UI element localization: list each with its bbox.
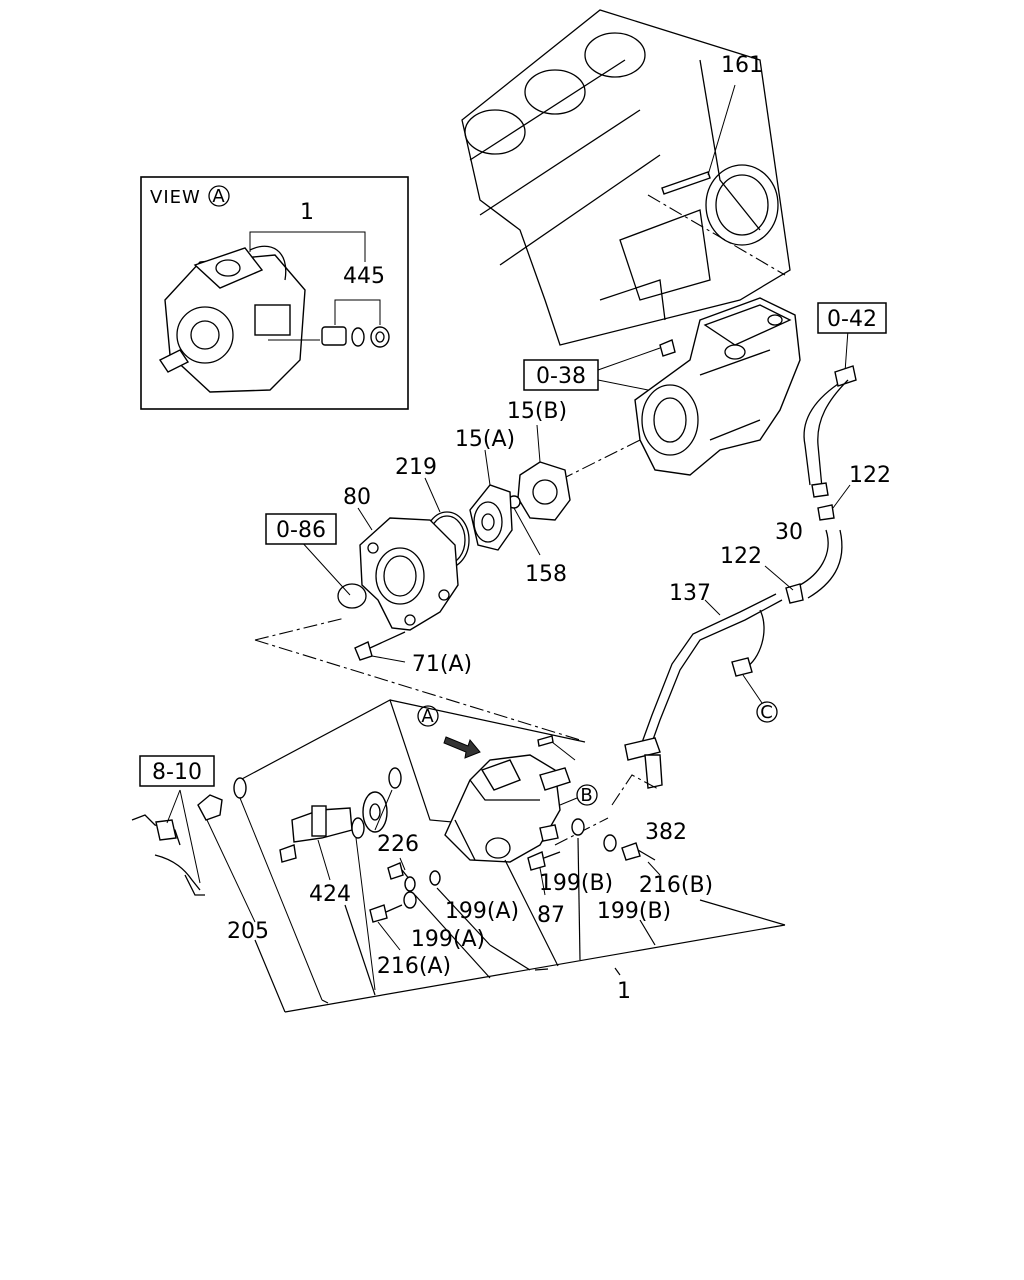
view-sub-part-label: 445 (343, 264, 385, 289)
ref-box-8-10: 8-10 (139, 755, 215, 787)
circle-marker-c: C (760, 702, 774, 723)
part-label-424: 424 (309, 882, 351, 907)
part-label-15b: 15(B) (507, 399, 567, 424)
part-label-216b: 216(B) (639, 873, 713, 898)
ref-box-0-42-label: 0-42 (827, 307, 877, 332)
ref-box-0-42: 0-42 (817, 302, 887, 334)
part-label-205: 205 (227, 919, 269, 944)
part-label-382: 382 (645, 820, 687, 845)
part-label-199a-upper: 199(A) (445, 899, 519, 924)
part-label-199b-lower: 199(B) (597, 899, 671, 924)
group-1-leaders (254, 837, 786, 1013)
marker-a-circle (417, 705, 439, 727)
view-marker: A (212, 186, 225, 207)
ref-box-8-10-label: 8-10 (152, 760, 202, 785)
view-part-label: 1 (300, 200, 314, 225)
ref-box-0-86: 0-86 (265, 513, 337, 545)
part-label-80: 80 (343, 485, 371, 510)
part-label-226: 226 (377, 832, 419, 857)
ref-box-0-86-label: 0-86 (276, 518, 326, 543)
hose-assembly (611, 329, 857, 806)
part-label-219: 219 (395, 455, 437, 480)
ref-box-0-38-label: 0-38 (536, 364, 586, 389)
fuel-pump: A B C (239, 699, 778, 863)
part-label-30: 30 (775, 520, 803, 545)
air-compressor (559, 297, 801, 481)
small-parts (131, 767, 661, 1001)
part-label-158: 158 (525, 562, 567, 587)
part-label-87: 87 (537, 903, 565, 928)
bracket-group (254, 424, 581, 741)
part-label-199a-lower: 199(A) (411, 927, 485, 952)
marker-b-circle (576, 784, 598, 806)
part-label-161: 161 (721, 53, 763, 78)
part-label-216a: 216(A) (377, 954, 451, 979)
part-label-199b-upper: 199(B) (539, 871, 613, 896)
part-label-137: 137 (669, 581, 711, 606)
ref-box-0-38: 0-38 (523, 347, 661, 391)
engine-block (461, 9, 791, 346)
marker-c-circle (756, 701, 778, 723)
part-label-1: 1 (617, 979, 631, 1004)
circle-marker-a: A (421, 706, 434, 727)
part-label-15a: 15(A) (455, 427, 515, 452)
part-label-122-upper: 122 (849, 463, 891, 488)
part-label-71a: 71(A) (412, 652, 472, 677)
view-title: VIEW (150, 187, 201, 208)
circle-marker-b: B (580, 785, 593, 806)
view-a-inset: VIEW A 1 445 (140, 176, 409, 410)
part-label-122-lower: 122 (720, 544, 762, 569)
